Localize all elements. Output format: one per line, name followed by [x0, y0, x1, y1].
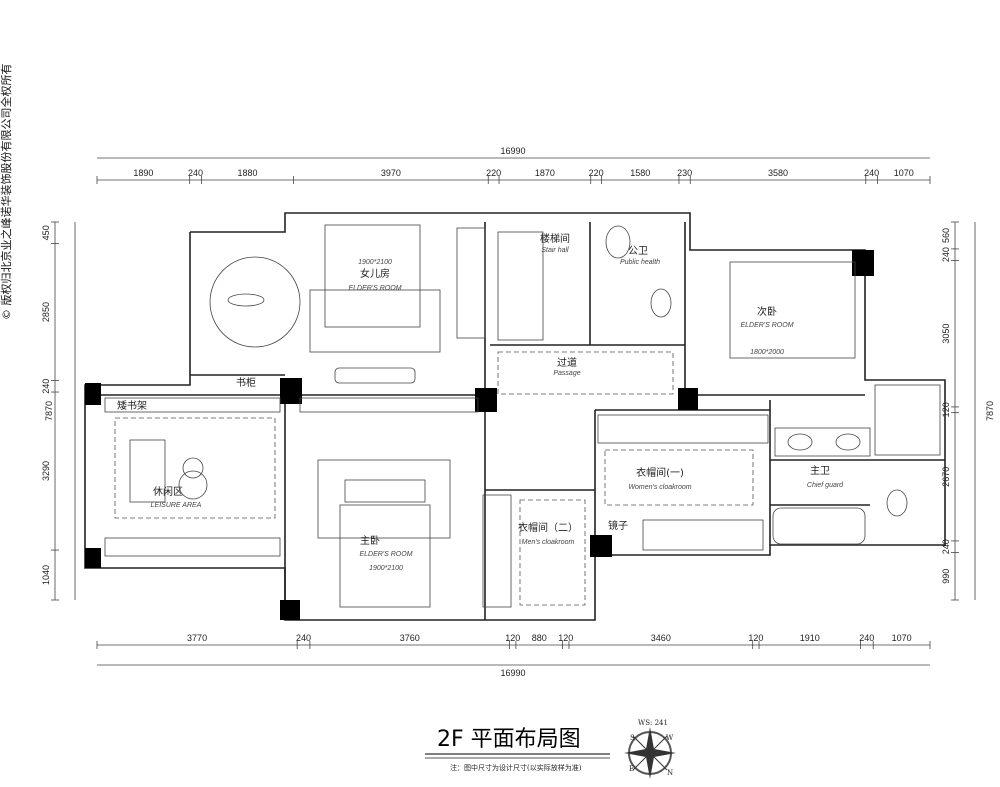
- dimension-label-top: 1580: [630, 168, 650, 178]
- stair-hall-en: Stair hall: [541, 247, 569, 254]
- dimension-label-top: 240: [188, 168, 203, 178]
- compass-label: WS: 241: [638, 719, 668, 727]
- master-bedroom-en: ELDER'S ROOM: [359, 551, 412, 558]
- second-bedroom-size: 1800*2000: [750, 349, 784, 356]
- master-bedroom-size: 1900*2100: [369, 565, 403, 572]
- second-bedroom-en: ELDER'S ROOM: [740, 322, 793, 329]
- dimension-label-bottom: 240: [859, 633, 874, 643]
- dimension-label-bottom: 1910: [800, 633, 820, 643]
- dimension-label-left: 240: [41, 379, 51, 394]
- bookcase-label: 书柜: [236, 376, 256, 389]
- drawing-title: 2F 平面布局图: [437, 727, 581, 752]
- compass-n: N: [667, 769, 673, 777]
- dimension-label-left: 1040: [41, 565, 51, 585]
- dimension-label-left: 2850: [41, 302, 51, 322]
- dimension-label-right: 2670: [941, 467, 951, 487]
- copyright-watermark: © 版权归北京业之峰诺华装饰股份有限公司全权所有: [0, 64, 13, 321]
- leisure-area-label: 休闲区: [153, 485, 183, 498]
- dimension-label-top: 1070: [894, 168, 914, 178]
- dimension-label-bottom: 120: [748, 633, 763, 643]
- dimension-label-bottom: 120: [558, 633, 573, 643]
- dimension-label-top: 3970: [381, 168, 401, 178]
- room-labels: 1900*2100 女儿房 ELDER'S ROOM 楼梯间 Stair hal…: [117, 232, 844, 572]
- master-bath-en: Chief guard: [807, 482, 844, 489]
- structural-columns: [85, 250, 874, 620]
- dimension-label-top: 220: [486, 168, 501, 178]
- compass-s: S: [630, 734, 635, 742]
- compass-e: E: [629, 765, 634, 773]
- dimension-label-top: 1880: [238, 168, 258, 178]
- second-bedroom-label: 次卧: [757, 305, 777, 318]
- daughter-room-label: 女儿房: [360, 267, 390, 280]
- cloakroom-2-label: 衣帽间（二）: [518, 521, 578, 534]
- master-bath-label: 主卫: [810, 465, 830, 477]
- dim-left-total: 7870: [44, 401, 54, 421]
- dimension-label-bottom: 3770: [187, 633, 207, 643]
- dimension-label-bottom: 3460: [651, 633, 671, 643]
- mirror-label: 镜子: [608, 519, 628, 532]
- dimension-label-right: 3050: [941, 324, 951, 344]
- dimension-label-bottom: 120: [505, 633, 520, 643]
- dimension-label-top: 3580: [768, 168, 788, 178]
- leisure-area-en: LEISURE AREA: [151, 502, 202, 509]
- passage-en: Passage: [553, 370, 580, 377]
- walls: [84, 212, 946, 621]
- furniture: [104, 224, 941, 608]
- dimension-label-bottom: 880: [532, 633, 547, 643]
- daughter-room-en: ELDER'S ROOM: [348, 285, 401, 292]
- cloakroom-1-label: 衣帽间(一): [636, 466, 684, 479]
- dim-top-total: 16990: [500, 146, 525, 156]
- stair-hall-label: 楼梯间: [540, 232, 570, 245]
- dimension-label-right: 560: [941, 228, 951, 243]
- cloakroom-2-en: Men's cloakroom: [522, 539, 575, 546]
- compass-icon: [624, 727, 676, 779]
- dimension-label-right: 240: [941, 539, 951, 554]
- dimension-label-top: 1870: [535, 168, 555, 178]
- drawing-note: 注：图中尺寸为设计尺寸(以实际放样为准): [450, 763, 582, 772]
- dimension-label-left: 3290: [41, 461, 51, 481]
- dimension-label-right: 990: [941, 569, 951, 584]
- dimension-label-bottom: 3760: [400, 633, 420, 643]
- compass-w: W: [666, 734, 674, 742]
- cloakroom-1-en: Women's cloakroom: [628, 484, 691, 491]
- public-bath-en: Public health: [620, 259, 660, 266]
- dimension-label-bottom: 240: [296, 633, 311, 643]
- dimension-label-top: 1890: [133, 168, 153, 178]
- dimension-lines: 16990 16990 7870 7870 1890 240 1880 3970 220…: [41, 146, 995, 678]
- dimension-label-bottom: 1070: [892, 633, 912, 643]
- public-bath-label: 公卫: [628, 246, 648, 257]
- dimension-label-top: 220: [589, 168, 604, 178]
- dimension-label-top: 230: [677, 168, 692, 178]
- daughter-room-size: 1900*2100: [358, 259, 392, 266]
- dimension-label-top: 240: [864, 168, 879, 178]
- dimension-label-right: 120: [941, 402, 951, 417]
- master-bedroom-label: 主卧: [360, 534, 380, 547]
- low-shelf-label: 矮书架: [117, 400, 147, 412]
- dim-right-total: 7870: [985, 401, 995, 421]
- dimension-label-right: 240: [941, 247, 951, 262]
- dim-bottom-total: 16990: [500, 668, 525, 678]
- dimension-label-left: 450: [41, 225, 51, 240]
- passage-label: 过道: [557, 356, 577, 369]
